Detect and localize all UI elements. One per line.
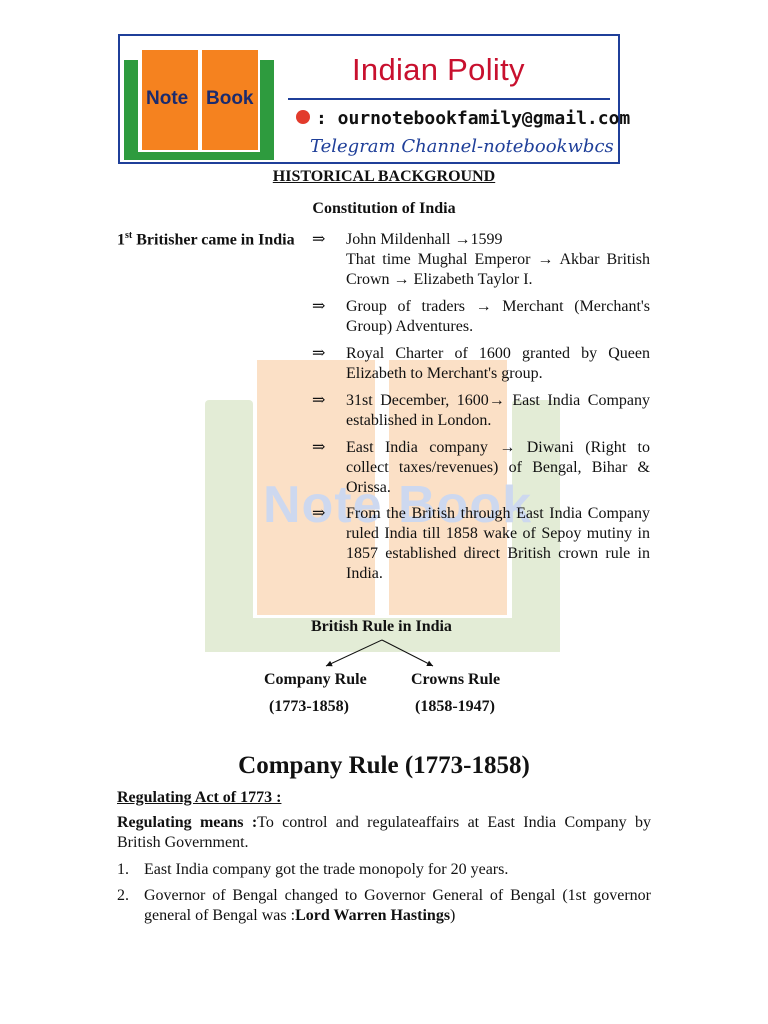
page-heading: HISTORICAL BACKGROUND bbox=[272, 168, 496, 185]
tree-right-years: (1858-1947) bbox=[415, 698, 495, 715]
implies-arrow-icon: ⇒ bbox=[312, 298, 326, 315]
page-subheading: Constitution of India bbox=[312, 200, 456, 217]
tree-left-years: (1773-1858) bbox=[269, 698, 349, 715]
section-title: Company Rule (1773-1858) bbox=[238, 752, 530, 779]
logo-word-book: Book bbox=[206, 88, 254, 109]
header-divider bbox=[288, 98, 610, 100]
header-email: : ournotebookfamily@gmail.com bbox=[296, 108, 630, 129]
header-banner: Note Book Indian Polity : ournotebookfam… bbox=[118, 34, 630, 164]
regulating-act-heading: Regulating Act of 1773 : bbox=[117, 789, 282, 806]
tree-left-label: Company Rule bbox=[264, 671, 367, 688]
tree-right-label: Crowns Rule bbox=[411, 671, 501, 688]
header-title: Indian Polity bbox=[352, 52, 525, 87]
implies-arrow-icon: ⇒ bbox=[312, 231, 326, 248]
notebook-logo: Note Book bbox=[124, 50, 274, 160]
implies-arrow-icon: ⇒ bbox=[312, 345, 326, 362]
email-text: : ournotebookfamily@gmail.com bbox=[316, 108, 631, 129]
regulating-means-paragraph: Regulating means :To control and regulat… bbox=[117, 814, 651, 851]
britisher-label: 1st Britisher came in India bbox=[117, 230, 295, 249]
email-icon bbox=[296, 110, 310, 124]
header-telegram: Telegram Channel-notebookwbcs bbox=[310, 136, 614, 157]
logo-word-note: Note bbox=[146, 88, 189, 109]
